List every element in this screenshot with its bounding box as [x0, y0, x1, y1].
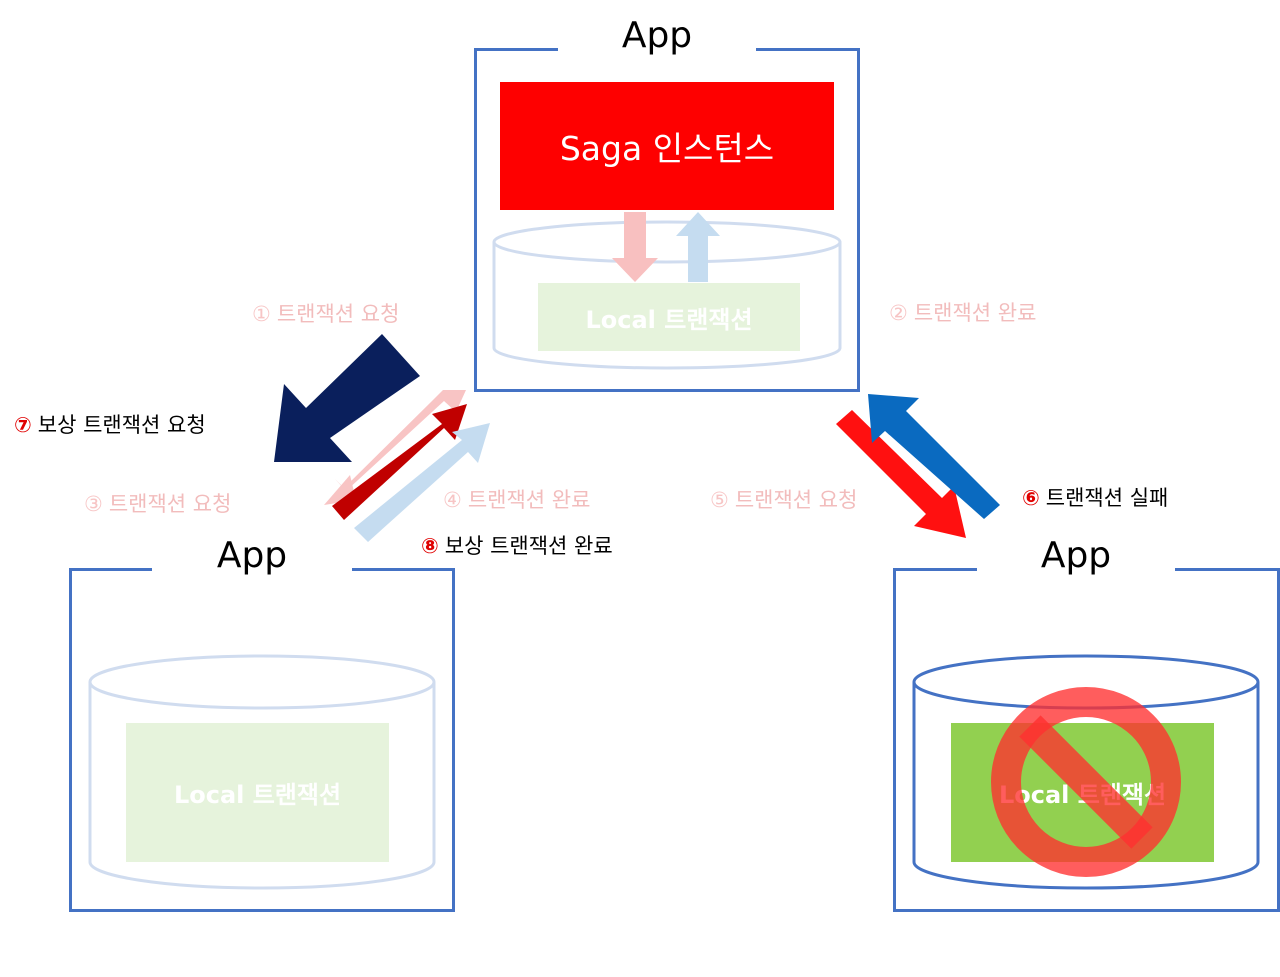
step-7-number: ⑦ — [14, 413, 32, 437]
top-database-cylinder — [492, 220, 842, 370]
step-2-text: 트랜잭션 완료 — [913, 301, 1037, 325]
step-1-number: ① — [252, 302, 271, 326]
step-8-text: 보상 트랜잭션 완료 — [444, 534, 613, 558]
top-app-title-gap — [558, 44, 756, 54]
failure-arrow-blue — [868, 394, 1000, 519]
left-database-cylinder — [88, 654, 436, 890]
top-app-title: App — [621, 15, 693, 56]
saga-instance-box: Saga 인스턴스 — [500, 82, 834, 210]
step-6-text: 트랜잭션 실패 — [1045, 486, 1169, 510]
step-4-number: ④ — [443, 488, 462, 512]
step-5-text: 트랜잭션 요청 — [734, 488, 858, 512]
step-3-number: ③ — [84, 492, 103, 516]
saga-instance-label: Saga 인스턴스 — [559, 129, 775, 168]
compensation-complete-arrow-red — [332, 404, 467, 520]
step-4-text: 트랜잭션 완료 — [467, 488, 591, 512]
step-5-number: ⑤ — [710, 488, 729, 512]
top-local-transaction: Local 트랜잭션 — [538, 283, 800, 351]
step-3-text: 트랜잭션 요청 — [108, 492, 232, 516]
top-local-transaction-label: Local 트랜잭션 — [585, 305, 753, 334]
request-arrow-red — [836, 410, 966, 538]
prohibited-icon — [991, 687, 1181, 877]
complete-arrow-light-blue — [354, 423, 490, 542]
step-2-number: ② — [889, 301, 908, 325]
right-app-title-gap — [977, 564, 1175, 574]
left-app-title: App — [216, 535, 288, 576]
step-7-text: 보상 트랜잭션 요청 — [37, 413, 206, 437]
local-to-saga-arrow — [676, 212, 720, 282]
request-arrow-pink — [335, 390, 466, 491]
step-8-number: ⑧ — [421, 534, 439, 558]
left-local-transaction: Local 트랜잭션 — [126, 723, 389, 862]
step-1-text: 트랜잭션 요청 — [276, 302, 400, 326]
right-app-title: App — [1040, 535, 1112, 576]
left-app-title-gap — [152, 564, 352, 574]
left-local-transaction-label: Local 트랜잭션 — [173, 781, 342, 809]
saga-to-local-arrow — [612, 212, 658, 282]
compensation-request-arrow — [274, 334, 420, 462]
step-6-number: ⑥ — [1022, 486, 1040, 510]
